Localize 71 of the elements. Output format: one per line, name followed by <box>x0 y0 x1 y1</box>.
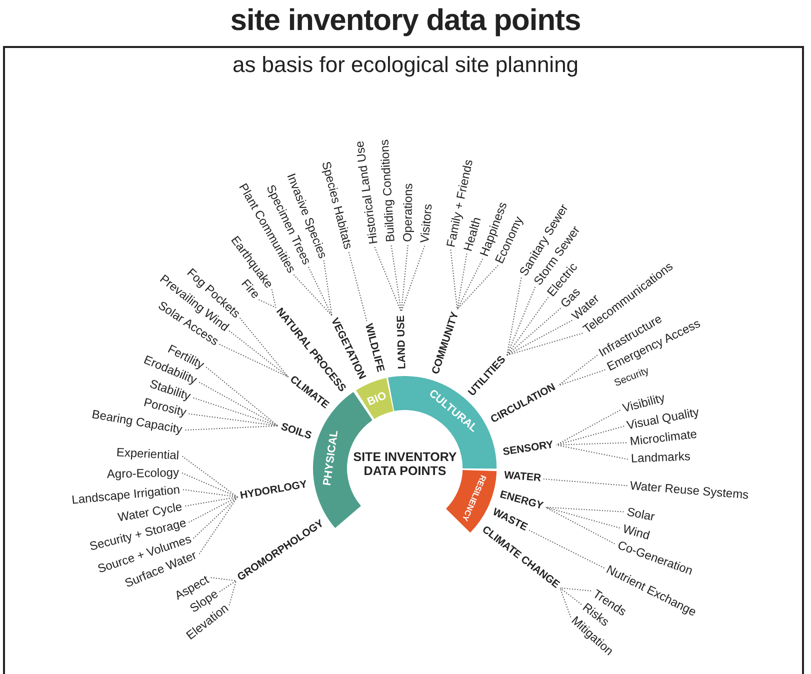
leader-line <box>348 252 368 322</box>
item-label: Visitors <box>418 203 435 244</box>
category-label: SENSORY <box>502 440 554 459</box>
leader-line <box>206 366 278 426</box>
leader-line <box>192 397 278 426</box>
leader-line <box>182 489 238 498</box>
leader-line <box>188 496 238 523</box>
leader-line <box>239 318 289 378</box>
leader-line <box>228 330 289 378</box>
item-label: Water Reuse Systems <box>630 479 750 502</box>
leader-line <box>456 258 484 310</box>
category-label: WATER <box>503 470 542 485</box>
leader-line <box>192 496 238 539</box>
leader-line <box>506 296 549 356</box>
leader-line <box>184 496 238 507</box>
leader-line <box>506 308 562 356</box>
leader-line <box>558 369 606 386</box>
leader-line <box>556 410 621 446</box>
leader-line <box>456 264 498 310</box>
ring-segment <box>356 378 393 420</box>
center-label: SITE INVENTORY DATA POINTS <box>353 451 457 478</box>
leader-line <box>545 506 620 528</box>
leader-line <box>528 530 605 569</box>
item-label: Building Conditions <box>378 139 398 243</box>
leader-line <box>390 244 402 313</box>
leader-line <box>506 320 573 356</box>
leader-line <box>374 246 402 313</box>
leader-line <box>210 577 237 582</box>
leader-line <box>556 442 628 446</box>
leader-line <box>560 587 592 592</box>
leader-line <box>506 277 522 356</box>
item-label: Landmarks <box>630 450 690 466</box>
category-label: SOILS <box>279 421 313 442</box>
leader-line <box>182 472 238 498</box>
item-label: Historical Land Use <box>354 140 381 245</box>
leader-line <box>556 444 628 460</box>
leader-line <box>450 249 458 310</box>
leader-line <box>456 253 468 310</box>
title: site inventory data points <box>229 4 582 38</box>
leader-line <box>228 580 237 606</box>
item-label: Microclimate <box>628 428 698 449</box>
leader-line <box>308 266 332 316</box>
leader-line <box>556 426 625 446</box>
leader-line <box>560 587 572 618</box>
leader-line <box>400 244 408 313</box>
leader-line <box>560 587 582 605</box>
leader-line <box>271 288 276 308</box>
leader-line <box>219 580 237 592</box>
leader-line <box>545 506 616 544</box>
leader-line <box>198 496 238 554</box>
item-label: Experiential <box>116 446 180 463</box>
leader-line <box>293 274 332 316</box>
item-label: Solar <box>625 506 656 524</box>
leader-line <box>545 506 624 512</box>
leader-line <box>543 478 628 486</box>
leader-line <box>400 245 426 313</box>
leader-line <box>184 425 278 431</box>
leader-line <box>182 456 238 498</box>
item-label: Wind <box>620 522 651 542</box>
leader-line <box>506 332 584 356</box>
category-label: LAND USE <box>396 315 408 370</box>
leader-line <box>198 382 278 426</box>
leader-line <box>558 354 598 386</box>
leader-line <box>323 260 332 316</box>
leader-line <box>258 299 276 308</box>
segment-label: PHYSICAL <box>321 430 340 486</box>
item-label: Operations <box>401 183 416 242</box>
segment-label: BIO <box>365 389 388 408</box>
subtitle: as basis for ecological site planning <box>231 52 580 78</box>
item-label: Agro-Ecology <box>106 466 180 482</box>
leader-line <box>218 344 289 378</box>
